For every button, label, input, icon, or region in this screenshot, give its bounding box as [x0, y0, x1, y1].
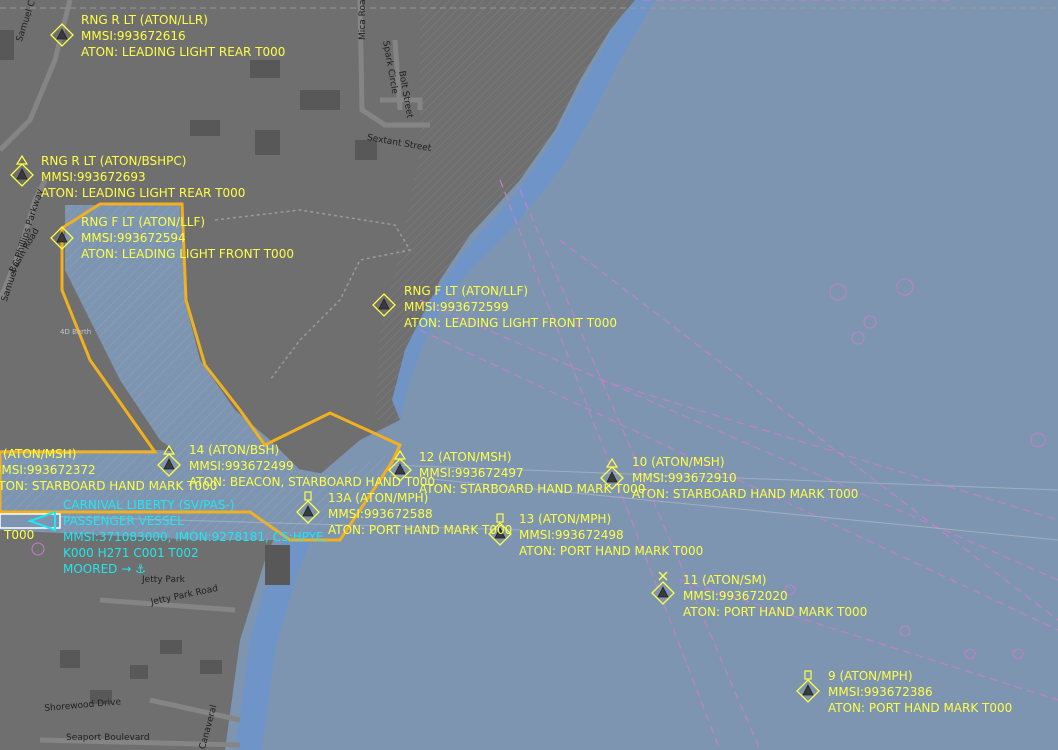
aton-type: ATON: LEADING LIGHT REAR T000 — [81, 45, 286, 59]
aton-marker-11[interactable] — [651, 570, 675, 606]
aton-name: A (ATON/MSH) — [0, 447, 77, 461]
aton-label-14[interactable]: 14 (ATON/BSH) MMSI:993672499 ATON: BEACO… — [189, 442, 435, 490]
aton-label-rng-r-lt-llr[interactable]: RNG R LT (ATON/LLR) MMSI:993672616 ATON:… — [81, 12, 285, 60]
aton-mmsi: MMSI:993672693 — [41, 170, 146, 184]
aton-name: 14 (ATON/BSH) — [189, 443, 280, 457]
vessel-type: PASSENGER VESSEL — [63, 514, 184, 528]
aton-type: ATON: PORT HAND MARK T000 — [683, 605, 868, 619]
aton-marker-12[interactable] — [388, 450, 412, 482]
vessel-status-arrow: → — [121, 562, 132, 576]
aton-name: 10 (ATON/MSH) — [632, 455, 725, 469]
aton-label-rng-f-lt-llf-2[interactable]: RNG F LT (ATON/LLF) MMSI:993672599 ATON:… — [404, 283, 617, 331]
aton-type: ATON: PORT HAND MARK T000 — [328, 523, 513, 537]
aton-type: ATON: STARBOARD HAND MARK T000 — [419, 482, 646, 496]
street-jetty-park: Jetty Park — [142, 575, 185, 585]
aton-type: ATON: PORT HAND MARK T000 — [828, 701, 1013, 715]
vessel-codes: K000 H271 C001 T002 — [63, 546, 199, 560]
street-mica-road: Mica Road — [358, 0, 368, 40]
aton-mmsi: MMSI:993672599 — [404, 300, 509, 314]
aton-name: RNG F LT (ATON/LLF) — [81, 215, 206, 229]
aton-label-left-partial[interactable]: A (ATON/MSH) MMSI:993672372 ATON: STARBO… — [0, 446, 217, 494]
aton-name: 9 (ATON/MPH) — [828, 669, 913, 683]
aton-name: 12 (ATON/MSH) — [419, 450, 512, 464]
aton-mmsi: MMSI:993672498 — [519, 528, 624, 542]
aton-type: ATON: STARBOARD HAND MARK T000 — [632, 487, 859, 501]
aton-label-rng-f-lt-llf-1[interactable]: RNG F LT (ATON/LLF) MMSI:993672594 ATON:… — [81, 214, 294, 262]
vessel-status: MOORED — [63, 562, 118, 576]
aton-mmsi: MMSI:993672497 — [419, 466, 524, 480]
aton-marker-9[interactable] — [796, 670, 820, 704]
aton-type: ATON: LEADING LIGHT FRONT T000 — [404, 316, 617, 330]
aton-type: ATON: STARBOARD HAND MARK T000 — [0, 479, 218, 493]
aton-label-9[interactable]: 9 (ATON/MPH) MMSI:993672386 ATON: PORT H… — [828, 668, 1012, 716]
aton-mmsi: MMSI:993672372 — [0, 463, 96, 477]
aton-marker-13a[interactable] — [296, 491, 320, 525]
aton-label-11[interactable]: 11 (ATON/SM) MMSI:993672020 ATON: PORT H… — [683, 572, 867, 620]
aton-name: 13 (ATON/MPH) — [519, 512, 612, 526]
aton-mmsi: MMSI:993672616 — [81, 29, 186, 43]
aton-name: RNG R LT (ATON/LLR) — [81, 13, 208, 27]
vessel-status-line: MOORED → ⚓ — [63, 561, 327, 577]
street-seaport-boulevard: Seaport Boulevard — [66, 733, 150, 743]
aton-type: ATON: PORT HAND MARK T000 — [519, 544, 704, 558]
aton-type: ATON: LEADING LIGHT FRONT T000 — [81, 247, 294, 261]
aton-type: ATON: LEADING LIGHT REAR T000 — [41, 186, 246, 200]
aton-marker-10[interactable] — [600, 458, 624, 490]
berth-label: 4D Berth — [60, 328, 92, 336]
aton-marker-rng-r-lt-llr[interactable] — [50, 23, 74, 47]
aton-mmsi: MMSI:993672020 — [683, 589, 788, 603]
aton-label-12[interactable]: 12 (ATON/MSH) MMSI:993672497 ATON: STARB… — [419, 449, 645, 497]
aton-marker-rng-r-lt-bshpc[interactable] — [10, 155, 34, 187]
aton-name: RNG F LT (ATON/LLF) — [404, 284, 529, 298]
aton-marker-14[interactable] — [157, 445, 181, 477]
aton-marker-rng-f-lt-llf-2[interactable] — [372, 293, 396, 317]
vessel-name: CARNIVAL LIBERTY (SV/PAS-) — [63, 498, 235, 512]
aton-name: RNG R LT (ATON/BSHPC) — [41, 154, 187, 168]
vessel-ids: MMSI:371083000, IMON:9278181, CS:HPYE, — [63, 530, 328, 544]
aton-mmsi: MMSI:993672588 — [328, 507, 433, 521]
aton-label-rng-r-lt-bshpc[interactable]: RNG R LT (ATON/BSHPC) MMSI:993672693 ATO… — [41, 153, 245, 201]
aton-label-13[interactable]: 13 (ATON/MPH) MMSI:993672498 ATON: PORT … — [519, 511, 703, 559]
aton-mmsi: MMSI:993672499 — [189, 459, 294, 473]
aton-mmsi: MMSI:993672910 — [632, 471, 737, 485]
aton-marker-13[interactable] — [488, 513, 512, 547]
vessel-label-carnival-liberty[interactable]: CARNIVAL LIBERTY (SV/PAS-) PASSENGER VES… — [63, 497, 327, 577]
aton-type: ATON: BEACON, STARBOARD HAND T000 — [189, 475, 436, 489]
aton-label-13a[interactable]: 13A (ATON/MPH) MMSI:993672588 ATON: PORT… — [328, 490, 512, 538]
moored-anchor-icon: ⚓ — [135, 562, 146, 576]
aton-name: 13A (ATON/MPH) — [328, 491, 429, 505]
aton-mmsi: MMSI:993672594 — [81, 231, 186, 245]
aton-label-left-partial-suffix: T000 — [4, 528, 35, 542]
aton-label-10[interactable]: 10 (ATON/MSH) MMSI:993672910 ATON: STARB… — [632, 454, 858, 502]
aton-marker-rng-f-lt-llf-1[interactable] — [50, 226, 74, 250]
aton-mmsi: MMSI:993672386 — [828, 685, 933, 699]
aton-name: 11 (ATON/SM) — [683, 573, 767, 587]
